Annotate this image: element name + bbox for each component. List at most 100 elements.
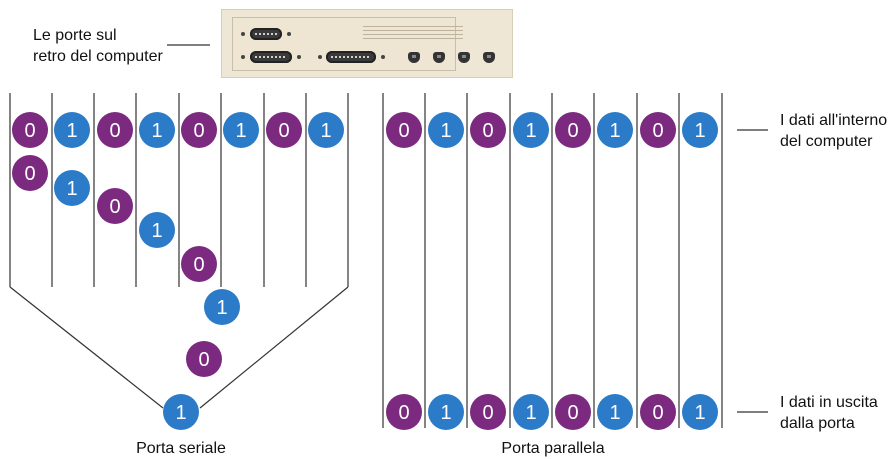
bit-circle [181,112,217,148]
screw-icon [381,55,385,59]
bit-circle [555,394,591,430]
screw-icon [241,32,245,36]
bit-circle [266,112,302,148]
serial-stream-bit: 0 [97,188,133,224]
bit-circle [682,112,718,148]
bit-circle [163,394,199,430]
bit-circle [555,112,591,148]
parallel-output-bit: 0 [640,394,676,430]
serial-funnel-right [199,286,349,409]
label-data-inside-line1: I dati all'interno [780,112,888,129]
bit-label: 0 [109,196,120,218]
serial-input-bit: 1 [139,112,175,148]
bit-circle [97,188,133,224]
parallel-input-bit: 0 [555,112,591,148]
serial-stream-bit: 0 [12,155,48,191]
parallel-connector [326,51,376,63]
bit-label: 1 [151,220,162,242]
serial-input-bit: 0 [266,112,302,148]
bit-circle [428,112,464,148]
parallel-input-bit: 0 [640,112,676,148]
serial-input-bit: 0 [12,112,48,148]
bit-circle [513,394,549,430]
bit-label: 1 [440,120,451,142]
bit-label: 0 [652,402,663,424]
caption-parallel-port: Porta parallela [501,440,605,457]
bit-circle [204,289,240,325]
bit-circle [54,170,90,206]
bit-circle [54,112,90,148]
label-ports-back-line1: Le porte sul [33,27,117,44]
parallel-input-bit: 1 [428,112,464,148]
bit-label: 0 [109,120,120,142]
bit-label: 0 [567,120,578,142]
serial-input-bit: 0 [181,112,217,148]
bit-label: 1 [525,120,536,142]
label-data-output: I dati in uscita dalla porta [780,392,878,434]
bit-label: 0 [482,402,493,424]
bit-circle [428,394,464,430]
bit-label: 1 [320,120,331,142]
bit-label: 1 [235,120,246,142]
bit-circle [308,112,344,148]
parallel-output-bit: 1 [682,394,718,430]
bit-label: 1 [440,402,451,424]
serial-stream-bit: 0 [186,341,222,377]
label-data-inside: I dati all'interno del computer [780,110,887,152]
vent-slots [363,26,463,40]
screw-icon [241,55,245,59]
bit-label: 1 [609,120,620,142]
serial-stream-bit: 1 [139,212,175,248]
serial-input-bit: 0 [97,112,133,148]
bit-circle [97,112,133,148]
ps2-port-icon [433,52,445,63]
bit-circle [386,394,422,430]
parallel-input-bit: 1 [597,112,633,148]
bit-label: 0 [24,120,35,142]
bit-label: 1 [525,402,536,424]
bit-circle [139,212,175,248]
bit-circle [186,341,222,377]
bit-label: 1 [694,402,705,424]
bit-circle [386,112,422,148]
bit-label: 0 [398,120,409,142]
ps2-port-icon [408,52,420,63]
parallel-input-bit: 0 [386,112,422,148]
serial-stream-bit: 1 [204,289,240,325]
parallel-output-bit: 0 [386,394,422,430]
bit-circle [470,112,506,148]
bit-circle [12,155,48,191]
label-data-output-line1: I dati in uscita [780,394,878,411]
bit-circle [513,112,549,148]
bit-circle [223,112,259,148]
bit-circle [470,394,506,430]
bit-label: 1 [175,402,186,424]
serial-stream-bit: 1 [163,394,199,430]
bit-circle [597,112,633,148]
screw-icon [318,55,322,59]
ps2-port-icon [458,52,470,63]
bit-circle [139,112,175,148]
bit-label: 0 [193,254,204,276]
serial-stream-bit: 0 [181,246,217,282]
serial-connector-bottom [250,51,292,63]
parallel-input-bit: 1 [682,112,718,148]
label-data-inside-line2: del computer [780,133,873,150]
bit-label: 1 [66,178,77,200]
serial-funnel-left [9,286,164,409]
label-ports-back: Le porte sul retro del computer [33,25,163,67]
bit-label: 0 [398,402,409,424]
bit-label: 0 [567,402,578,424]
caption-serial-port: Porta seriale [136,440,226,457]
parallel-input-bit: 1 [513,112,549,148]
bit-label: 1 [609,402,620,424]
serial-input-bit: 1 [54,112,90,148]
bit-label: 0 [24,163,35,185]
computer-back-panel [221,9,513,78]
bit-label: 0 [193,120,204,142]
screw-icon [287,32,291,36]
bit-label: 1 [694,120,705,142]
panel-bezel [232,17,463,71]
